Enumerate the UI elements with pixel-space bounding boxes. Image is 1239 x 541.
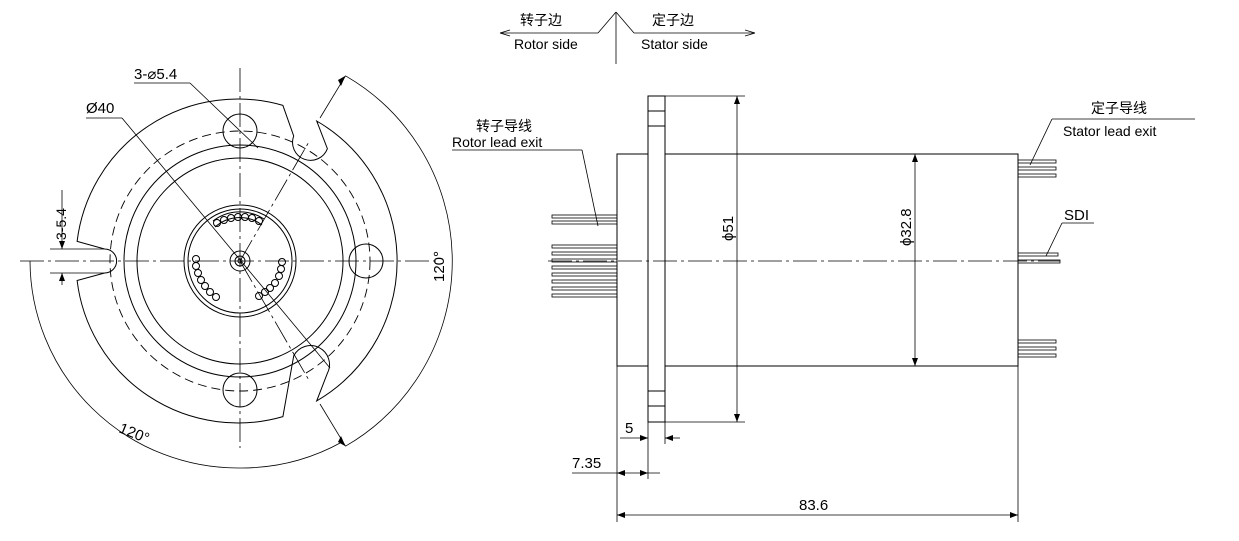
flange-offset-label: 7.35 [572, 455, 601, 472]
stator-wires [1017, 159, 1061, 358]
front-view: 3-⌀5.4 Ø40 3-5.4 120° 120° [20, 66, 453, 469]
wire-bundle-top [212, 211, 265, 228]
slip-ring-body [616, 153, 1019, 367]
sdi-label: SDI [1064, 207, 1089, 224]
slot-width-label: 3-5.4 [53, 208, 69, 240]
outer-flange-outline [76, 98, 398, 424]
mounting-flange [647, 95, 666, 423]
angle-right-label: 120° [431, 251, 448, 282]
overall-length-label: 83.6 [799, 497, 828, 514]
flange-thickness-label: 5 [625, 420, 633, 437]
stator-lead-en: Stator lead exit [1063, 123, 1156, 139]
diameter-40-label: Ø40 [86, 100, 114, 117]
rotor-side-cn: 转子边 [520, 12, 562, 28]
rotor-lead-cn: 转子导线 [476, 118, 532, 134]
angle-bottom-label: 120° [117, 420, 152, 447]
rotor-side-en: Rotor side [514, 36, 578, 52]
wire-bundle-left [192, 255, 220, 301]
stator-lead-cn: 定子导线 [1091, 100, 1147, 116]
body-diameter-label: ϕ32.8 [898, 208, 915, 246]
side-indicator: 转子边 Rotor side 定子边 Stator side [499, 11, 756, 64]
flange-diameter-label: ϕ51 [720, 216, 737, 241]
stator-side-cn: 定子边 [652, 12, 694, 28]
wire-bundle-right [255, 258, 286, 300]
stator-side-en: Stator side [641, 36, 708, 52]
side-view: 转子导线 Rotor lead exit 定子导线 Stator lead ex… [452, 95, 1195, 522]
rotor-lead-en: Rotor lead exit [452, 134, 542, 150]
holes-label: 3-⌀5.4 [134, 66, 177, 83]
rotor-wires [551, 214, 618, 298]
